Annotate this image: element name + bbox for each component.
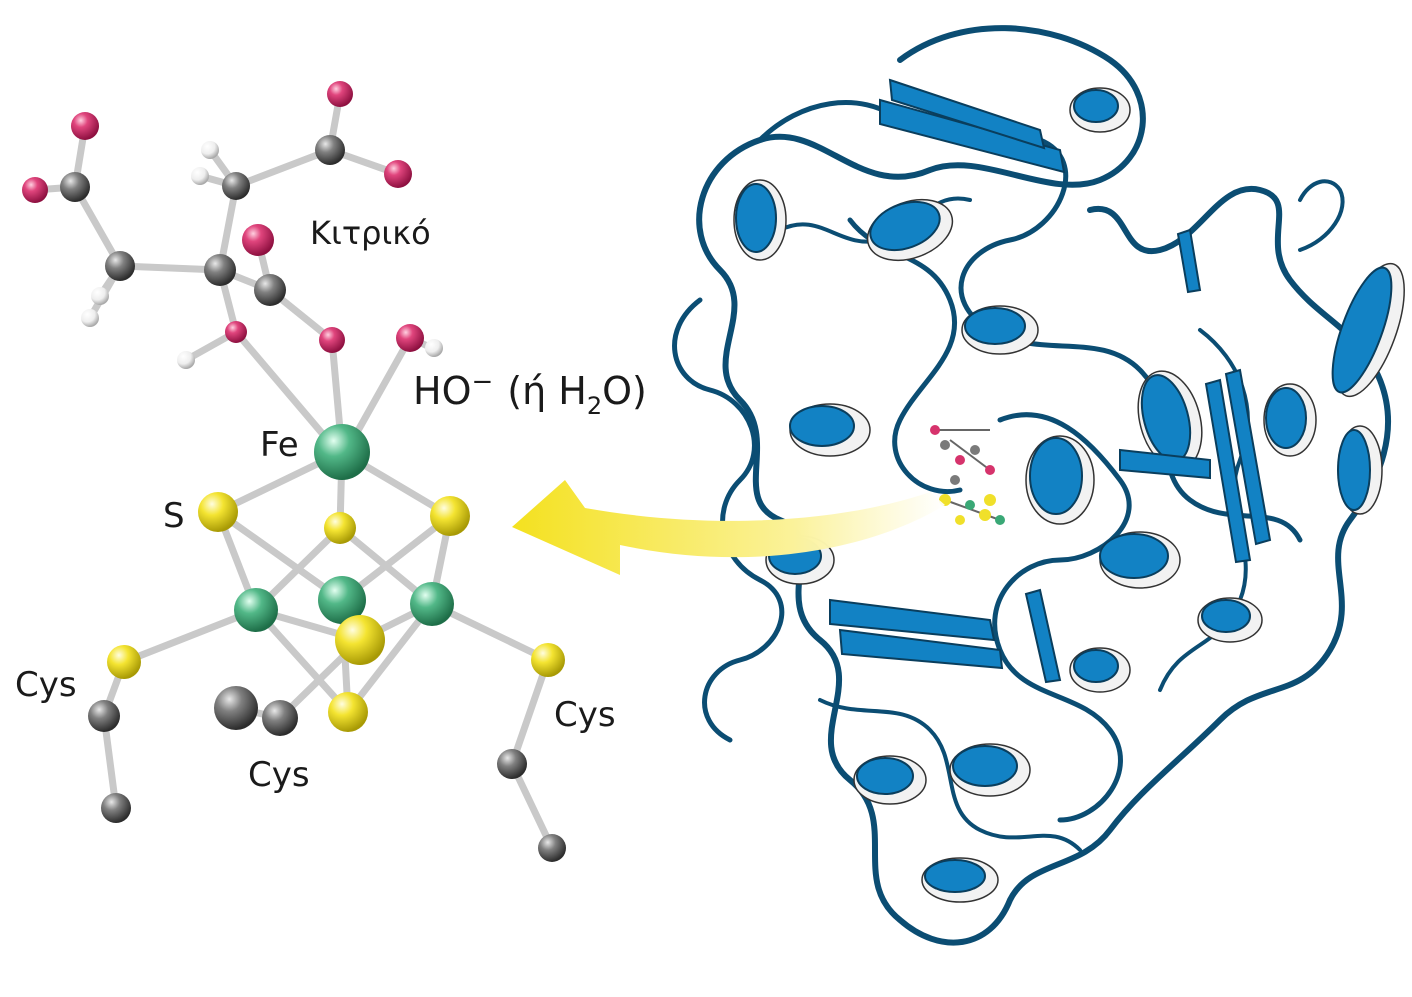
sulfur-atom bbox=[335, 615, 385, 665]
sulfur-atom bbox=[328, 692, 368, 732]
carbon-atom bbox=[254, 274, 286, 306]
iron-atom bbox=[318, 576, 366, 624]
label-water-close: O) bbox=[602, 369, 647, 413]
carbon-atom bbox=[214, 686, 258, 730]
carbon-atom bbox=[105, 251, 135, 281]
label-cys-left: Cys bbox=[15, 665, 77, 705]
carbon-atom bbox=[88, 700, 120, 732]
carbon-atom bbox=[315, 135, 345, 165]
carbon-atom bbox=[262, 700, 298, 736]
oxygen-atom bbox=[22, 177, 48, 203]
oxygen-atom bbox=[225, 321, 247, 343]
labels: Κιτρικό HO−(ή H2O) Fe S Cys Cys Cys bbox=[15, 214, 647, 795]
label-sulfur: S bbox=[163, 496, 185, 536]
iron-atom bbox=[234, 588, 278, 632]
cys-sulfur-atom bbox=[531, 643, 565, 677]
protein-ribbon-structure bbox=[672, 25, 1405, 946]
label-water-open: (ή H bbox=[507, 369, 587, 413]
oxygen-atom bbox=[319, 327, 345, 353]
oxygen-atom bbox=[242, 224, 274, 256]
carbon-atom bbox=[222, 172, 250, 200]
sulfur-atom bbox=[324, 512, 356, 544]
atoms bbox=[22, 81, 566, 862]
hydrogen-atom bbox=[81, 309, 99, 327]
label-cys-right: Cys bbox=[554, 695, 616, 735]
iron-atom bbox=[410, 582, 454, 626]
label-iron: Fe bbox=[260, 425, 299, 465]
protein-helices bbox=[733, 87, 1405, 903]
label-hydroxide-water: HO−(ή H2O) bbox=[413, 367, 647, 420]
oxygen-atom bbox=[384, 160, 412, 188]
bonds bbox=[31, 90, 556, 852]
carbon-atom bbox=[101, 793, 131, 823]
label-cys-middle: Cys bbox=[248, 755, 310, 795]
sulfur-atom bbox=[198, 492, 238, 532]
fe-s-cluster-model: Κιτρικό HO−(ή H2O) Fe S Cys Cys Cys bbox=[15, 81, 647, 862]
oxygen-atom bbox=[71, 112, 99, 140]
label-citrate: Κιτρικό bbox=[310, 214, 431, 252]
sulfur-atom bbox=[430, 496, 470, 536]
carbon-atom bbox=[60, 172, 90, 202]
cys-sulfur-atom bbox=[107, 645, 141, 679]
label-hydroxide-charge: − bbox=[471, 367, 493, 397]
hydrogen-atom bbox=[91, 287, 109, 305]
label-water-sub: 2 bbox=[587, 392, 602, 420]
oxygen-atom bbox=[327, 81, 353, 107]
carbon-atom bbox=[497, 749, 527, 779]
oxygen-atom bbox=[396, 324, 424, 352]
protein-sheets bbox=[829, 78, 1272, 684]
carbon-atom bbox=[538, 834, 566, 862]
hydrogen-atom bbox=[177, 351, 195, 369]
hydrogen-atom bbox=[191, 167, 209, 185]
protein-active-site bbox=[930, 425, 1005, 525]
hydrogen-atom bbox=[425, 339, 443, 357]
hydrogen-atom bbox=[201, 141, 219, 159]
label-hydroxide: HO bbox=[413, 369, 471, 413]
iron-atom-labile bbox=[314, 424, 370, 480]
carbon-atom bbox=[204, 254, 236, 286]
zoom-arrow bbox=[512, 480, 945, 575]
